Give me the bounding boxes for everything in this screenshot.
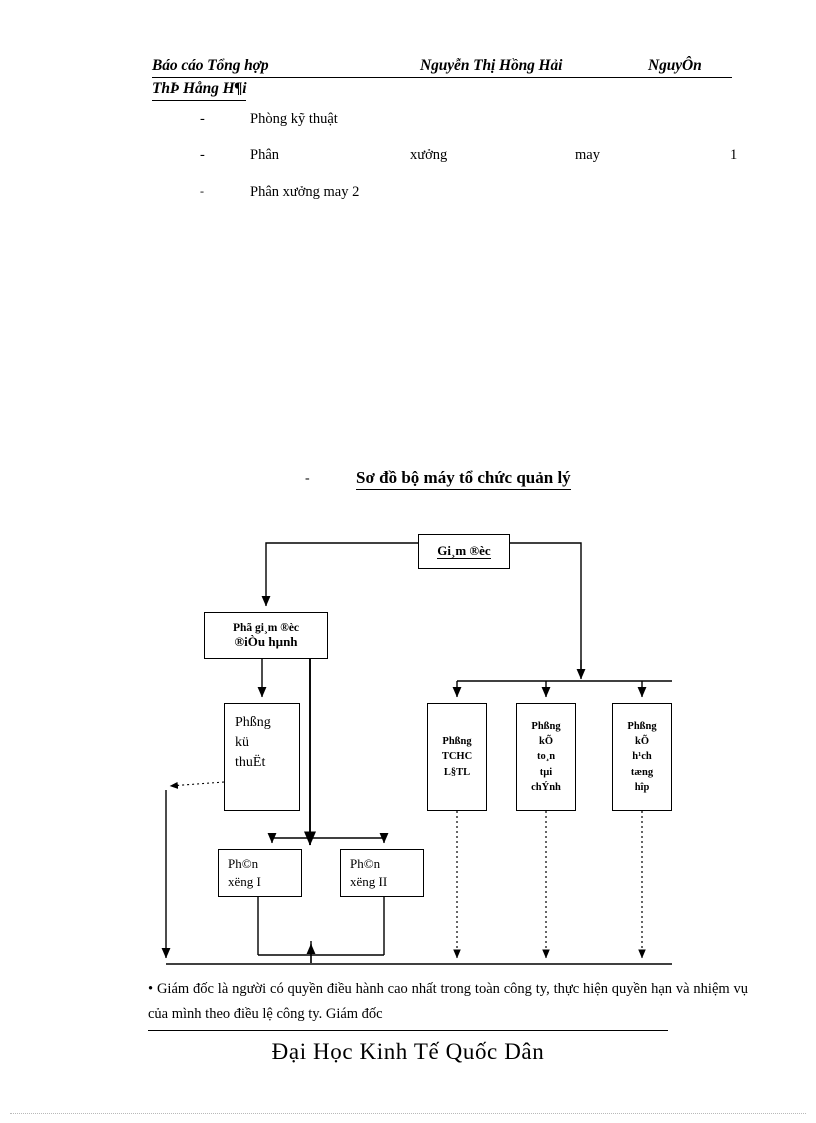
org-node-workshop-2[interactable]: Ph©n xëng II	[340, 849, 424, 897]
list-item-word: 1	[730, 147, 738, 163]
header-author-name-alt: NguyÔn	[648, 56, 732, 78]
org-node-accounting-dept[interactable]: Phßng kÕ to¸n tµi chÝnh	[516, 703, 576, 811]
footer-dotted-rule	[10, 1113, 806, 1114]
list-item-word: Phân	[250, 147, 279, 163]
org-node-label: h¹ch	[632, 751, 652, 763]
section-title: Sơ đồ bộ máy tổ chức quản lý	[356, 468, 571, 490]
org-node-label: kÕ	[634, 736, 649, 748]
page-footer: Đại Học Kinh Tế Quốc Dân	[271, 1039, 545, 1064]
org-node-label: Ph©n	[228, 856, 259, 872]
list-dash: -	[200, 147, 205, 163]
list-item-label: Phòng kỹ thuật	[250, 111, 338, 127]
org-node-label: xëng I	[228, 874, 261, 889]
header-row-2: ThÞ Hång H¶i	[152, 79, 732, 101]
org-node-label: tµi	[539, 766, 553, 778]
org-node-label: hîp	[634, 781, 650, 793]
org-node-label: TCHC	[441, 751, 473, 763]
org-node-label: thuËt	[235, 754, 266, 770]
header-row-1: Báo cáo Tổng hợp Nguyễn Thị Hồng Hải Ngu…	[152, 56, 732, 78]
org-node-workshop-1[interactable]: Ph©n xëng I	[218, 849, 302, 897]
org-node-label: Phßng	[627, 720, 657, 732]
org-node-hr-dept[interactable]: Phßng TCHC L§TL	[427, 703, 487, 811]
org-node-director[interactable]: Gi¸m ®èc	[418, 534, 510, 569]
org-node-label: Phßng	[235, 715, 271, 730]
org-node-label: to¸n	[536, 751, 556, 763]
horizontal-rule	[148, 1030, 668, 1031]
org-node-label: Gi¸m ®èc	[437, 542, 491, 560]
list-dash: -	[200, 184, 204, 198]
paragraph-text: Giám đốc là người có quyền điều hành cao…	[148, 981, 749, 1022]
header-report-title: Báo cáo Tổng hợp	[152, 56, 420, 78]
header-author-name: Nguyễn Thị Hồng Hải	[420, 56, 648, 78]
list-item-label: Phân xưởng may 2	[250, 184, 360, 200]
org-node-label: Phã gi¸m ®èc	[232, 621, 300, 634]
org-node-label: Phßng	[531, 720, 561, 732]
org-node-label: ®iÒu hµnh	[234, 633, 298, 649]
list-item-word: xưởng	[410, 147, 448, 163]
org-node-label: L§TL	[443, 766, 471, 778]
page-header: Báo cáo Tổng hợp Nguyễn Thị Hồng Hải Ngu…	[152, 56, 732, 101]
org-node-label: Phßng	[442, 736, 472, 748]
org-node-label: kü	[235, 734, 249, 750]
org-node-technical-dept[interactable]: Phßng kü thuËt	[224, 703, 300, 811]
org-node-deputy-director[interactable]: Phã gi¸m ®èc ®iÒu hµnh	[204, 612, 328, 659]
header-author-name-alt-continued: ThÞ Hång H¶i	[152, 79, 247, 101]
list-item-word: may	[575, 147, 600, 163]
org-node-label: tæng	[630, 766, 654, 778]
org-node-planning-dept[interactable]: Phßng kÕ h¹ch tæng hîp	[612, 703, 672, 811]
list-dash: -	[200, 111, 205, 127]
org-node-label: Ph©n	[350, 856, 381, 872]
section-dash: -	[305, 471, 310, 486]
org-node-label: xëng II	[350, 874, 388, 889]
org-node-label: chÝnh	[531, 781, 561, 793]
org-node-label: kÕ	[538, 736, 553, 748]
body-paragraph: • Giám đốc là người có quyền điều hành c…	[148, 977, 748, 1027]
paragraph-bullet: •	[148, 981, 154, 997]
